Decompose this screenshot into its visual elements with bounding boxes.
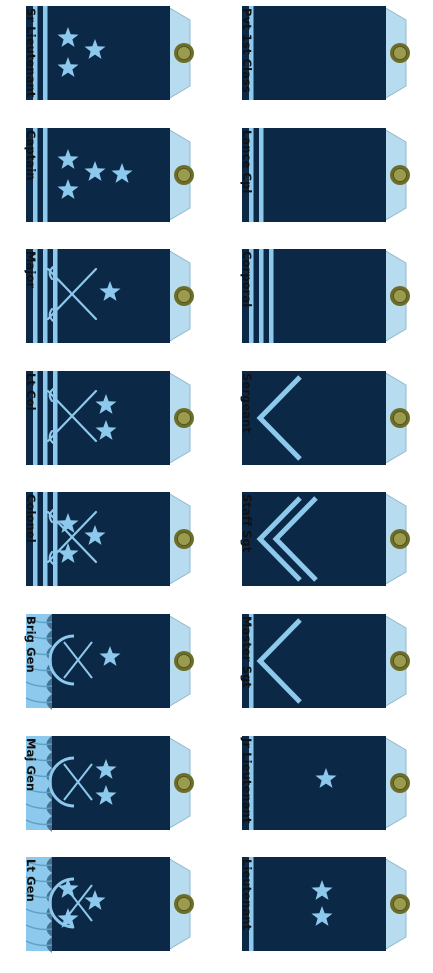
rank-corporal: Corporal — [216, 243, 432, 365]
rank-maj-gen: Maj Gen — [0, 730, 216, 852]
board-body — [26, 371, 170, 465]
stripe — [43, 492, 48, 586]
rank-label: Lieutenant — [240, 859, 254, 930]
rank-sr-lieutenant: Sr Lieutenant — [0, 0, 216, 122]
rank-captain: Captain — [0, 122, 216, 244]
button-center — [178, 47, 191, 60]
button-center — [394, 47, 407, 60]
button-center — [394, 898, 407, 911]
button-center — [394, 411, 407, 424]
stripe — [269, 249, 274, 343]
button-center — [178, 655, 191, 668]
rank-label: Colonel — [24, 494, 38, 543]
rank-label: Sr Lieutenant — [24, 8, 38, 97]
rank-lance-cpl: Lance Cpl — [216, 122, 432, 244]
rank-sergeant: Sergeant — [216, 365, 432, 487]
rank-lt-gen: Lt Gen — [0, 851, 216, 973]
rank-major: Major — [0, 243, 216, 365]
rank-label: Maj Gen — [24, 738, 38, 791]
rank-staff-sgt: Staff Sgt — [216, 486, 432, 608]
rank-label: Captain — [24, 130, 38, 181]
button-center — [394, 655, 407, 668]
rank-label: Major — [24, 251, 38, 288]
button-center — [178, 533, 191, 546]
board-body — [242, 736, 386, 830]
rank-master-sgt: Master Sgt — [216, 608, 432, 730]
board-body — [242, 128, 386, 222]
rank-label: Jr Lieutenant — [240, 738, 254, 823]
button-center — [178, 898, 191, 911]
stripe — [43, 249, 48, 343]
board-body — [242, 614, 386, 708]
rank-lieutenant: Lieutenant — [216, 851, 432, 973]
rank-jr-lieutenant: Jr Lieutenant — [216, 730, 432, 852]
rank-brig-gen: Brig Gen — [0, 608, 216, 730]
stripe — [53, 371, 58, 465]
board-body — [26, 249, 170, 343]
enlisted-ranks-column: Pvt 1st Class Lance Cpl Corporal Sergean… — [216, 0, 432, 973]
rank-colonel: Colonel — [0, 486, 216, 608]
rank-label: Lt Gen — [24, 859, 38, 902]
board-body — [242, 249, 386, 343]
button-center — [178, 776, 191, 789]
stripe — [53, 249, 58, 343]
rank-pvt-1st-class: Pvt 1st Class — [216, 0, 432, 122]
rank-label: Staff Sgt — [240, 494, 254, 552]
stripe — [43, 371, 48, 465]
board-body — [242, 6, 386, 100]
officer-ranks-column: Sr Lieutenant Captain Major Lt Col Colon… — [0, 0, 216, 973]
stripe — [259, 128, 264, 222]
board-body — [242, 492, 386, 586]
stripe — [53, 492, 58, 586]
board-body — [242, 371, 386, 465]
button-center — [394, 290, 407, 303]
button-center — [394, 168, 407, 181]
rank-label: Sergeant — [240, 373, 254, 433]
stripe — [259, 249, 264, 343]
button-center — [178, 290, 191, 303]
rank-label: Corporal — [240, 251, 254, 307]
rank-label: Pvt 1st Class — [240, 8, 254, 93]
rank-label: Master Sgt — [240, 616, 254, 688]
rank-label: Lt Col — [24, 373, 38, 411]
rank-lt-col: Lt Col — [0, 365, 216, 487]
button-center — [394, 533, 407, 546]
rank-label: Lance Cpl — [240, 130, 254, 193]
button-center — [394, 776, 407, 789]
stripe — [43, 6, 48, 100]
stripe — [43, 128, 48, 222]
button-center — [178, 411, 191, 424]
button-center — [178, 168, 191, 181]
rank-label: Brig Gen — [24, 616, 38, 673]
board-body — [242, 857, 386, 951]
